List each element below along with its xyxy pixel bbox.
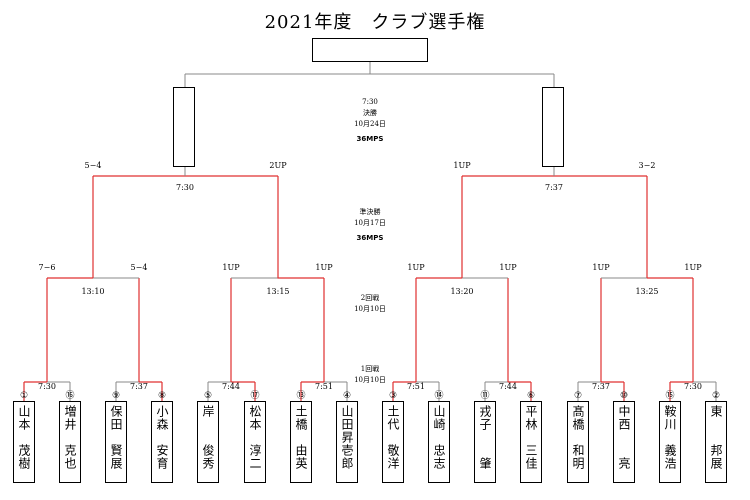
player-box: 山田昇壱郎: [336, 401, 358, 483]
r1-time: 7:37: [130, 382, 148, 391]
r1-date: 10月10日: [354, 376, 386, 384]
player-box: 小森 安育: [151, 401, 173, 483]
player-box: 平林 三佳: [520, 401, 542, 483]
player-seed: ②: [711, 391, 721, 401]
player-seed: ③: [388, 391, 398, 401]
semi-info: 準決勝 10月17日 36MPS: [354, 207, 386, 244]
player-box: 髙橋 和明: [567, 401, 589, 483]
r2-time: 13:10: [81, 287, 105, 296]
r2-result: 1UP: [684, 263, 702, 272]
r1-time: 7:37: [592, 382, 610, 391]
r1-time: 7:51: [315, 382, 333, 391]
player-box: 土代 敬洋: [382, 401, 404, 483]
player-box: 戎子 肇: [474, 401, 496, 483]
r1-time: 7:30: [684, 382, 702, 391]
player-box: 増井 克也: [59, 401, 81, 483]
page-title: 2021年度 クラブ選手権: [264, 12, 486, 33]
r2-result: 1UP: [407, 263, 425, 272]
player-seed: ④: [342, 391, 352, 401]
final-date: 10月24日: [354, 120, 386, 128]
r2-info: 2回戦 10月10日: [354, 293, 386, 315]
player-seed: ⑧: [157, 391, 167, 401]
final-round: 決勝: [362, 109, 377, 117]
r1-round: 1回戦: [360, 365, 380, 373]
semi-round: 準決勝: [359, 208, 381, 216]
semi-date: 10月17日: [354, 219, 386, 227]
r1-time: 7:44: [222, 382, 240, 391]
player-seed: ⑰: [250, 391, 260, 401]
player-name: 山本 茂樹: [17, 405, 31, 470]
player-seed: ⑦: [573, 391, 583, 401]
r2-time: 13:20: [450, 287, 474, 296]
semi-result: 3−2: [638, 161, 656, 170]
champion-box: [312, 38, 428, 62]
final-format: 36MPS: [356, 135, 384, 143]
player-name: 松本 淳二: [248, 405, 262, 470]
r2-result: 1UP: [222, 263, 240, 272]
player-box: 土橋 由英: [290, 401, 312, 483]
player-seed: ⑪: [480, 391, 490, 401]
r2-round: 2回戦: [360, 294, 380, 302]
r1-time: 7:30: [38, 382, 56, 391]
r2-result: 5−4: [130, 263, 148, 272]
player-seed: ①: [19, 391, 29, 401]
semi-result: 2UP: [269, 161, 287, 170]
player-box: 中西 亮: [613, 401, 635, 483]
player-name: 平林 三佳: [524, 405, 538, 470]
semi-time: 7:37: [545, 183, 563, 192]
finalist-box-right: [542, 87, 564, 167]
player-name: 増井 克也: [63, 405, 77, 470]
player-name: 小森 安育: [155, 405, 169, 470]
r1-info: 1回戦 10月10日: [354, 364, 386, 386]
player-name: 山崎 忠志: [432, 405, 446, 470]
player-seed: ⑮: [665, 391, 675, 401]
player-name: 土代 敬洋: [386, 405, 400, 470]
r2-result: 1UP: [499, 263, 517, 272]
player-name: 山田昇壱郎: [340, 405, 354, 470]
player-box: 鞍川 義浩: [659, 401, 681, 483]
player-seed: ⑭: [434, 391, 444, 401]
final-time: 7:30: [362, 98, 378, 106]
player-seed: ⑤: [203, 391, 213, 401]
player-seed: ⑬: [296, 391, 306, 401]
player-name: 保田 賢展: [109, 405, 123, 470]
player-box: 岸 俊秀: [197, 401, 219, 483]
r2-time: 13:15: [266, 287, 290, 296]
player-box: 東 邦展: [705, 401, 727, 483]
player-box: 保田 賢展: [105, 401, 127, 483]
r1-time: 7:51: [407, 382, 425, 391]
player-name: 土橋 由英: [294, 405, 308, 470]
semi-format: 36MPS: [356, 234, 384, 242]
semi-result: 5−4: [84, 161, 102, 170]
player-seed: ⑨: [111, 391, 121, 401]
player-name: 東 邦展: [709, 405, 723, 470]
r1-time: 7:44: [499, 382, 517, 391]
player-name: 中西 亮: [617, 405, 631, 470]
semi-time: 7:30: [176, 183, 194, 192]
player-box: 山本 茂樹: [13, 401, 35, 483]
player-seed: ⑩: [619, 391, 629, 401]
r2-date: 10月10日: [354, 305, 386, 313]
r2-time: 13:25: [635, 287, 659, 296]
player-name: 髙橋 和明: [571, 405, 585, 470]
r2-result: 1UP: [592, 263, 610, 272]
player-name: 鞍川 義浩: [663, 405, 677, 470]
semi-result: 1UP: [453, 161, 471, 170]
final-info: 7:30 決勝 10月24日 36MPS: [354, 97, 386, 145]
player-name: 戎子 肇: [478, 405, 492, 470]
r2-result: 7−6: [38, 263, 56, 272]
player-box: 松本 淳二: [244, 401, 266, 483]
finalist-box-left: [173, 87, 195, 167]
player-name: 岸 俊秀: [201, 405, 215, 470]
player-box: 山崎 忠志: [428, 401, 450, 483]
player-seed: ⑥: [526, 391, 536, 401]
player-seed: ⑯: [65, 391, 75, 401]
r2-result: 1UP: [315, 263, 333, 272]
